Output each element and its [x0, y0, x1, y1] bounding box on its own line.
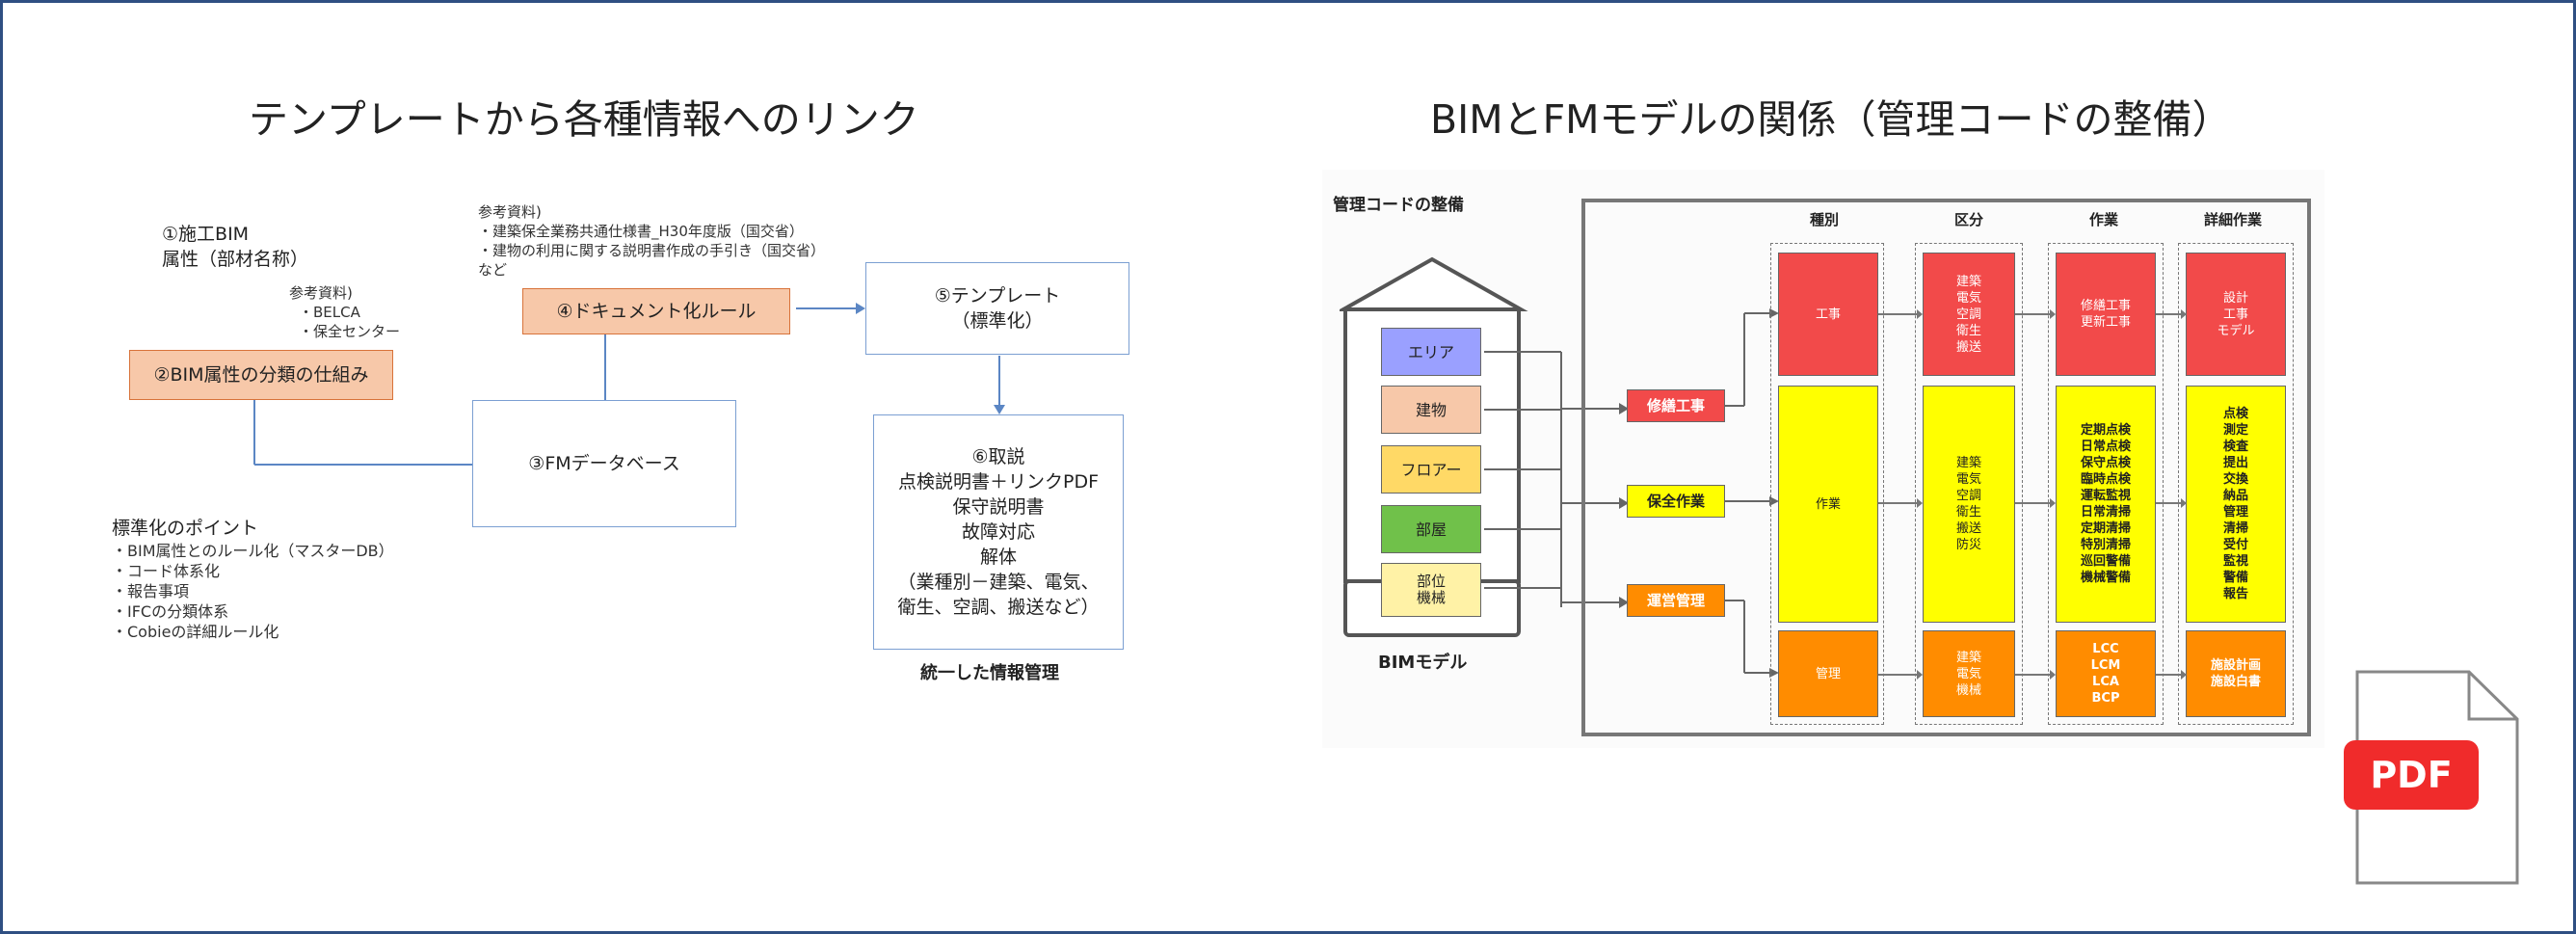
pdf-badge: PDF — [2344, 740, 2479, 810]
cell-work-work: 定期点検 日常点検 保守点検 臨時点検 運転監視 日常清掃 定期清掃 特別清掃 … — [2056, 386, 2156, 623]
reference-list-2: 参考資料) ・建築保全業務共通仕様書_H30年度版（国交省） ・建物の利用に関す… — [478, 203, 826, 279]
category-operation-management: 運営管理 — [1627, 584, 1725, 617]
cell-detail-construction: 設計 工事 モデル — [2186, 253, 2286, 376]
unified-management-caption: 統一した情報管理 — [920, 663, 1059, 683]
fm-database-box: ③FMデータベース — [472, 400, 736, 527]
left-title: テンプレートから各種情報へのリンク — [249, 96, 919, 143]
house-item-building: 建物 — [1381, 386, 1481, 434]
bim-model-label: BIMモデル — [1378, 653, 1468, 673]
col-header-type: 種別 — [1810, 211, 1840, 228]
reference-list-1: 参考資料) ・BELCA ・保全センター — [289, 284, 401, 340]
category-maintenance-work: 保全作業 — [1627, 485, 1725, 518]
cell-work-management: LCC LCM LCA BCP — [2056, 630, 2156, 717]
house-item-room: 部屋 — [1381, 505, 1481, 553]
pdf-file-icon[interactable]: PDF — [2338, 669, 2521, 887]
col-header-detail-work: 詳細作業 — [2204, 211, 2263, 228]
cell-division-management: 建築 電気 機械 — [1923, 630, 2015, 717]
category-repair-work: 修繕工事 — [1627, 389, 1725, 422]
col-type-container — [1770, 243, 1884, 725]
cell-division-work: 建築 電気 空調 衛生 搬送 防災 — [1923, 386, 2015, 623]
standardization-points: 標準化のポイント ・BIM属性とのルール化（マスターDB） ・コード体系化 ・報… — [112, 518, 394, 641]
category-connectors — [1725, 308, 1779, 678]
cell-type-construction: 工事 — [1778, 253, 1878, 376]
bim-attribute-classification-box: ②BIM属性の分類の仕組み — [129, 350, 393, 400]
house-item-area: エリア — [1381, 328, 1481, 376]
house-item-part-machine: 部位 機械 — [1381, 563, 1481, 617]
cell-detail-work: 点検 測定 検査 提出 交換 納品 管理 清掃 受付 監視 警備 報告 — [2186, 386, 2286, 623]
cell-type-work: 作業 — [1778, 386, 1878, 623]
manual-box: ⑥取説 点検説明書＋リンクPDF 保守説明書 故障対応 解体 （業種別－建築、電… — [873, 414, 1124, 650]
column-arrows — [1878, 309, 2187, 680]
cell-work-construction: 修繕工事 更新工事 — [2056, 253, 2156, 376]
documentation-rule-box: ④ドキュメント化ルール — [522, 288, 790, 334]
right-title: BIMとFMモデルの関係（管理コードの整備） — [1430, 96, 2232, 143]
construction-bim-label: ①施工BIM 属性（部材名称） — [162, 224, 309, 270]
house-connectors — [1484, 351, 1629, 608]
cell-type-management: 管理 — [1778, 630, 1878, 717]
template-box: ⑤テンプレート （標準化） — [865, 262, 1129, 355]
col-work-container — [2048, 243, 2164, 725]
code-table-frame — [1581, 199, 2311, 736]
col-header-division: 区分 — [1954, 211, 1984, 228]
management-code-heading: 管理コードの整備 — [1333, 196, 1464, 215]
col-detail-container — [2178, 243, 2294, 725]
cell-detail-management: 施設計画 施設白書 — [2186, 630, 2286, 717]
cell-division-construction: 建築 電気 空調 衛生 搬送 — [1923, 253, 2015, 376]
col-header-work: 作業 — [2089, 211, 2119, 228]
left-connectors — [253, 303, 1005, 470]
house-item-floor: フロアー — [1381, 445, 1481, 494]
col-division-container — [1915, 243, 2023, 725]
